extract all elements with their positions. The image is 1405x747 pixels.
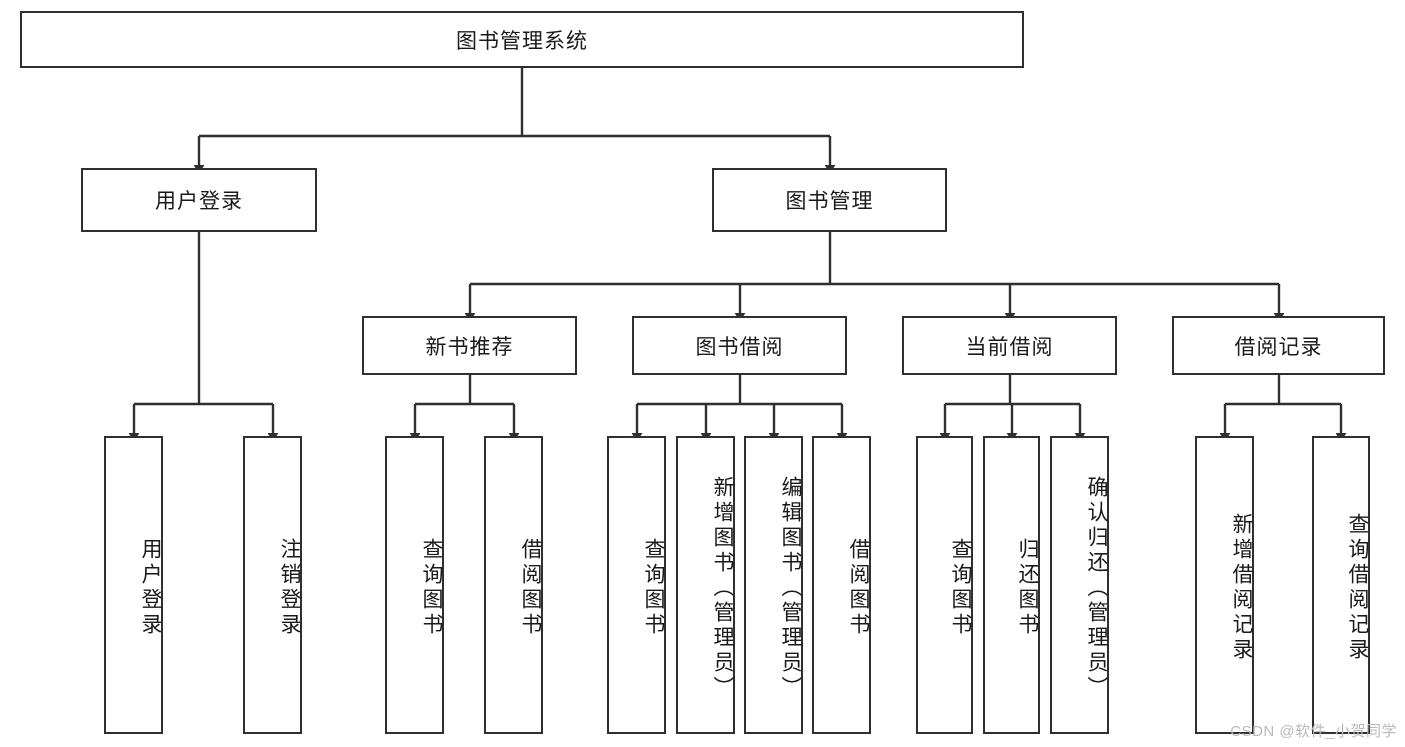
node-label: 编辑图书（管理员） [779,475,802,701]
node-l3-b1[interactable]: 查询图书 [385,436,444,734]
node-label: 图书借阅 [695,335,784,359]
node-label: 查询图书 [642,538,665,638]
node-label: 查询图书 [949,538,972,638]
node-label: 查询借阅记录 [1346,513,1369,663]
node-label: 注销登录 [278,538,301,638]
node-l3-c3[interactable]: 编辑图书（管理员） [744,436,803,734]
node-l3-d2[interactable]: 归还图书 [983,436,1040,734]
node-root[interactable]: 图书管理系统 [20,11,1024,68]
node-label: 图书管理 [785,190,874,213]
node-l2-newbook[interactable]: 新书推荐 [362,316,577,375]
connector-lines [128,68,1347,442]
node-l2-current[interactable]: 当前借阅 [902,316,1117,375]
node-label: 归还图书 [1016,538,1039,638]
node-l2-record[interactable]: 借阅记录 [1172,316,1385,375]
node-l3-d3[interactable]: 确认归还（管理员） [1050,436,1109,734]
node-l3-a1[interactable]: 用户登录 [104,436,163,734]
node-label: 用户登录 [139,538,162,638]
node-label: 新增图书（管理员） [711,475,734,701]
node-l3-a2[interactable]: 注销登录 [243,436,302,734]
node-l3-b2[interactable]: 借阅图书 [484,436,543,734]
node-label: 当前借阅 [965,335,1054,359]
node-l3-c1[interactable]: 查询图书 [607,436,666,734]
node-l2-borrow[interactable]: 图书借阅 [632,316,847,375]
node-label: 确认归还（管理员） [1085,475,1108,701]
node-label: 图书管理系统 [456,29,588,53]
node-l1-login[interactable]: 用户登录 [81,168,317,232]
node-label: 借阅图书 [847,538,870,638]
node-l3-e1[interactable]: 新增借阅记录 [1195,436,1254,734]
node-l3-c4[interactable]: 借阅图书 [812,436,871,734]
node-label: 新书推荐 [425,335,514,359]
node-label: 借阅图书 [519,538,542,638]
node-label: 用户登录 [155,190,243,213]
watermark-text: CSDN @软件_小贺同学 [1230,723,1397,740]
node-l3-d1[interactable]: 查询图书 [916,436,973,734]
node-label: 借阅记录 [1234,335,1323,359]
node-label: 查询图书 [420,538,443,638]
node-label: 新增借阅记录 [1230,513,1253,663]
node-l1-books[interactable]: 图书管理 [712,168,947,232]
node-l3-c2[interactable]: 新增图书（管理员） [676,436,735,734]
node-l3-e2[interactable]: 查询借阅记录 [1312,436,1370,734]
